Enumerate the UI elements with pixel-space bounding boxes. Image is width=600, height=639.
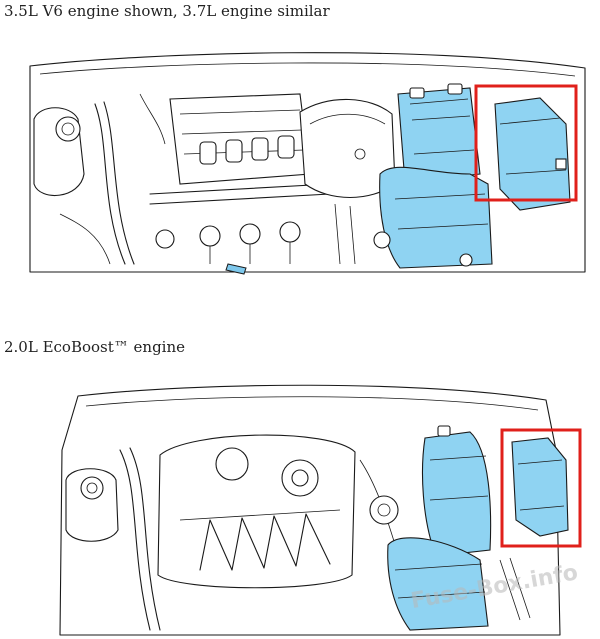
fuse-box-v6 [494, 97, 571, 211]
ignition-coils [199, 221, 301, 264]
engine-cover [157, 434, 356, 589]
fuse-box-ecoboost [511, 437, 569, 537]
fuse-box-highlight-ecoboost [500, 428, 582, 548]
small-blue-part [225, 263, 247, 275]
battery [421, 425, 492, 557]
coolant-reservoir [33, 107, 85, 197]
battery [397, 83, 481, 183]
fuse-box-highlight-v6 [474, 84, 578, 202]
caption-ecoboost-engine: 2.0L EcoBoost™ engine [4, 338, 186, 356]
air-filter-housing [387, 537, 489, 631]
air-filter-housing [373, 166, 493, 269]
intake-manifold [169, 93, 311, 185]
coolant-reservoir [65, 468, 119, 542]
v6-engine-bay-diagram [29, 52, 586, 275]
engine-bay-outline [29, 52, 586, 273]
ecoboost-engine-bay-diagram: Fuse-Box.info [59, 384, 582, 636]
oil-cap [369, 495, 399, 525]
engine-bay-outline [59, 384, 561, 636]
caption-v6-engine: 3.5L V6 engine shown, 3.7L engine simila… [4, 2, 330, 20]
